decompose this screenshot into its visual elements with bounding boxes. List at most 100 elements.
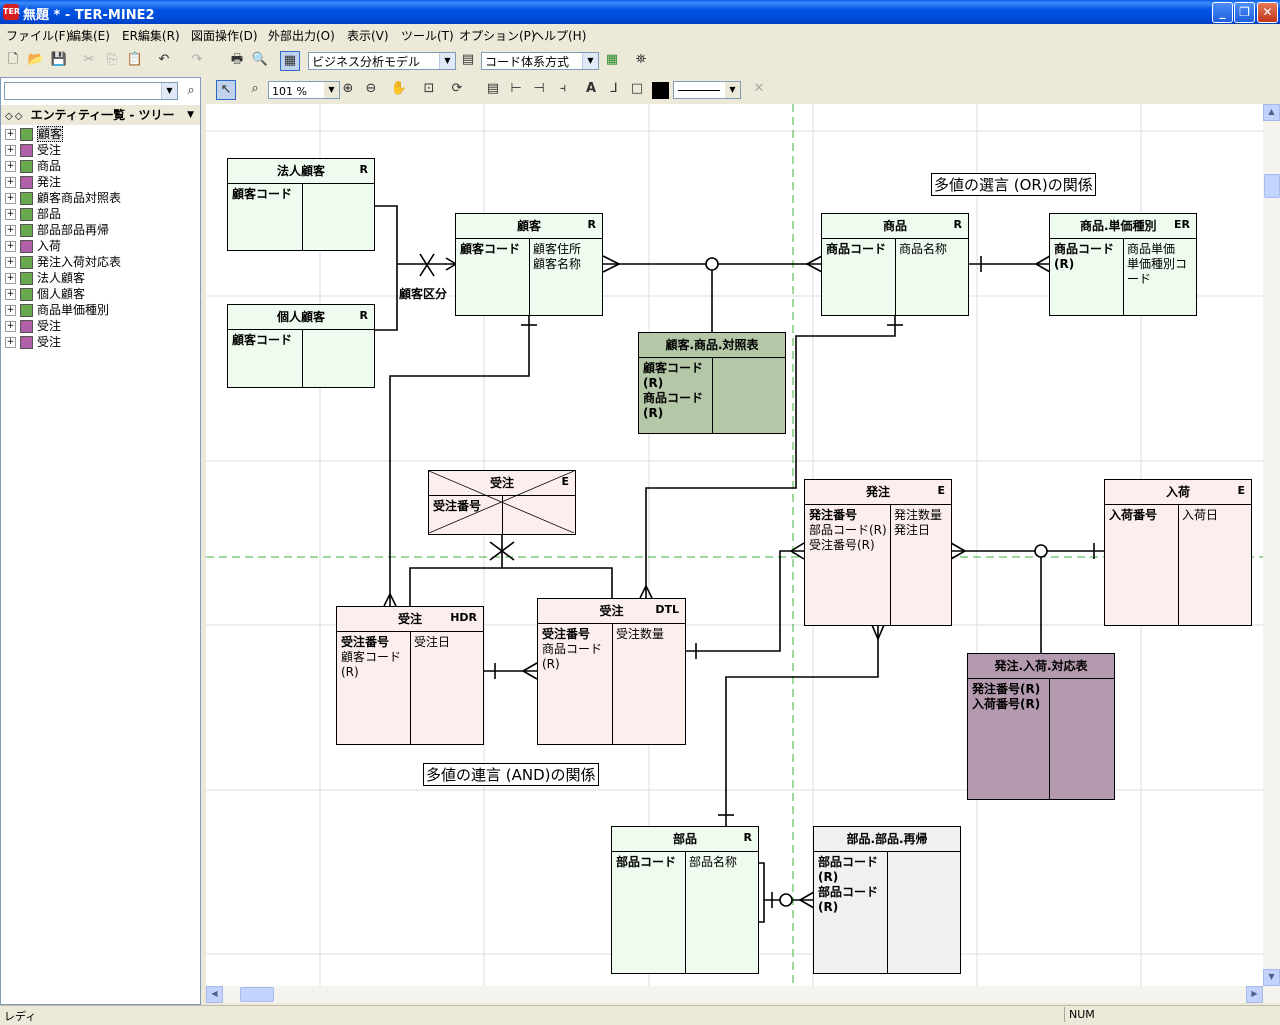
tree-item[interactable]: +発注入荷対応表 (5, 254, 121, 270)
copy-icon[interactable]: ⎘ (106, 52, 118, 67)
close-button[interactable]: ✕ (1257, 2, 1278, 23)
expand-icon[interactable]: + (5, 193, 16, 204)
menu-er-edit[interactable]: ER編集(R) (122, 29, 180, 43)
vertical-scroll-thumb[interactable] (1264, 174, 1280, 198)
vertical-scrollbar[interactable]: ▲ ▼ (1263, 104, 1280, 986)
entity-juchu-dtl[interactable]: 受注 DTL 受注番号 商品コード (R) 受注数量 (537, 598, 686, 745)
tree-item[interactable]: +顧客 (5, 126, 64, 142)
sheet-icon[interactable]: ▦ (605, 52, 619, 67)
expand-icon[interactable]: + (5, 321, 16, 332)
scroll-down-icon[interactable]: ▼ (1263, 969, 1280, 986)
code-select[interactable]: コード体系方式 ▼ (481, 52, 599, 70)
delete-icon[interactable]: ✕ (753, 81, 765, 96)
entity-juchu-hdr[interactable]: 受注 HDR 受注番号 顧客コード (R) 受注日 (336, 606, 484, 745)
tree-item[interactable]: +入荷 (5, 238, 61, 254)
subtype-icon[interactable]: ⊣ (533, 81, 545, 96)
rectangle-icon[interactable]: □ (630, 81, 644, 96)
zoom-select[interactable]: 101 % ▼ (268, 81, 340, 99)
tree-item[interactable]: +法人顧客 (5, 270, 85, 286)
menu-view[interactable]: 表示(V) (347, 29, 389, 43)
or-relation-note[interactable]: 多値の選言 (OR)の関係 (931, 173, 1096, 196)
relation-icon[interactable]: ⊢ (510, 81, 522, 96)
paste-icon[interactable]: 📋 (126, 52, 144, 67)
text-icon[interactable]: A (585, 81, 597, 96)
tree-item[interactable]: +受注 (5, 142, 61, 158)
model-icon[interactable]: ▦ (280, 51, 300, 71)
line-icon[interactable]: ⅃ (610, 81, 618, 96)
entity-kokyaku-shohin-taisho[interactable]: 顧客.商品.対照表 顧客コード (R) 商品コード (R) (638, 332, 786, 434)
minimize-button[interactable]: _ (1212, 2, 1233, 23)
tree-item[interactable]: +顧客商品対照表 (5, 190, 121, 206)
horizontal-scroll-thumb[interactable] (240, 987, 274, 1002)
expand-icon[interactable]: + (5, 305, 16, 316)
chevron-down-icon[interactable]: ▼ (324, 82, 339, 98)
and-relation-note[interactable]: 多値の連言 (AND)の関係 (423, 763, 599, 786)
tree-item[interactable]: +部品部品再帰 (5, 222, 109, 238)
entity-kokyaku[interactable]: 顧客 R 顧客コード 顧客住所 顧客名称 (455, 213, 603, 316)
model-select[interactable]: ビジネス分析モデル ▼ (308, 52, 456, 70)
undo-icon[interactable]: ↶ (158, 52, 170, 67)
entity-shohin[interactable]: 商品 R 商品コード 商品名称 (821, 213, 969, 316)
entity-houjin-kokyaku[interactable]: 法人顧客 R 顧客コード (227, 158, 375, 251)
line-style-select[interactable]: ▼ (673, 81, 741, 99)
tree-item[interactable]: +部品 (5, 206, 61, 222)
zoom-icon[interactable]: ⌕ (251, 81, 259, 96)
cut-icon[interactable]: ✂ (83, 52, 95, 67)
menu-help[interactable]: ヘルプ(H) (532, 29, 587, 43)
expand-icon[interactable]: + (5, 257, 16, 268)
entity-buhin-saiki[interactable]: 部品.部品.再帰 部品コード (R) 部品コード (R) (813, 826, 961, 974)
menu-diagram[interactable]: 図面操作(D) (191, 29, 258, 43)
back-icon[interactable]: ◇ (5, 111, 13, 122)
menu-export[interactable]: 外部出力(O) (268, 29, 335, 43)
binoculars-icon[interactable]: ⛯ (635, 52, 647, 67)
hand-icon[interactable]: ✋ (390, 81, 408, 96)
expand-icon[interactable]: + (5, 273, 16, 284)
menu-file[interactable]: ファイル(F) (6, 29, 71, 43)
er-diagram-canvas[interactable]: 顧客区分 多値の選言 (OR)の関係 多値の連言 (AND)の関係 法人顧客 R… (206, 104, 1264, 986)
entity-nyuka[interactable]: 入荷 E 入荷番号 入荷日 (1104, 479, 1252, 626)
chevron-down-icon[interactable]: ▼ (582, 53, 598, 69)
chevron-down-icon[interactable]: ▼ (439, 53, 455, 69)
table-icon[interactable]: ▤ (461, 52, 475, 67)
tree-item[interactable]: +商品 (5, 158, 61, 174)
tree-filter-combo[interactable]: ▼ (4, 82, 178, 100)
tree-item[interactable]: +受注 (5, 334, 61, 350)
app-icon[interactable]: TER (3, 4, 20, 20)
tree-item[interactable]: +個人顧客 (5, 286, 85, 302)
expand-icon[interactable]: + (5, 161, 16, 172)
chevron-down-icon[interactable]: ▼ (187, 110, 194, 120)
entity-shohin-tanka[interactable]: 商品.単価種別 ER 商品コード (R) 商品単価 単価種別コ ード (1049, 213, 1197, 316)
expand-icon[interactable]: + (5, 129, 16, 140)
entity-hatchu-nyuka-taiou[interactable]: 発注.入荷.対応表 発注番号(R) 入荷番号(R) (967, 653, 1115, 800)
menu-edit[interactable]: 編集(E) (69, 29, 110, 43)
tree-item[interactable]: +商品単価種別 (5, 302, 109, 318)
scroll-right-icon[interactable]: ▶ (1246, 986, 1263, 1003)
expand-icon[interactable]: + (5, 145, 16, 156)
expand-icon[interactable]: + (5, 177, 16, 188)
chevron-down-icon[interactable]: ▼ (725, 82, 740, 98)
chevron-down-icon[interactable]: ▼ (161, 83, 177, 99)
expand-icon[interactable]: + (5, 225, 16, 236)
expand-icon[interactable]: + (5, 241, 16, 252)
color-swatch[interactable] (652, 82, 669, 99)
tree-item[interactable]: +受注 (5, 318, 61, 334)
zoom-in-icon[interactable]: ⊕ (342, 81, 354, 96)
fit-icon[interactable]: ⊡ (423, 81, 435, 96)
scroll-left-icon[interactable]: ◀ (206, 986, 223, 1003)
entity-buhin[interactable]: 部品 R 部品コード 部品名称 (611, 826, 759, 974)
expand-icon[interactable]: + (5, 337, 16, 348)
print-icon[interactable]: 🖶 (230, 52, 244, 67)
entity-kojin-kokyaku[interactable]: 個人顧客 R 顧客コード (227, 304, 375, 388)
entity-juchu[interactable]: 受注 E 受注番号 (428, 470, 576, 535)
print-preview-icon[interactable]: 🔍 (251, 52, 269, 67)
entity-icon[interactable]: ▤ (486, 81, 500, 96)
new-file-icon[interactable]: 🗋 (7, 52, 19, 67)
refresh-icon[interactable]: ⟳ (451, 81, 463, 96)
search-icon[interactable]: ⌕ (187, 83, 195, 98)
redo-icon[interactable]: ↷ (191, 52, 203, 67)
scroll-up-icon[interactable]: ▲ (1263, 104, 1280, 121)
maximize-button[interactable]: ❐ (1234, 2, 1255, 23)
zoom-out-icon[interactable]: ⊖ (365, 81, 377, 96)
save-icon[interactable]: 💾 (50, 52, 68, 67)
menu-options[interactable]: オプション(P) (459, 29, 536, 43)
